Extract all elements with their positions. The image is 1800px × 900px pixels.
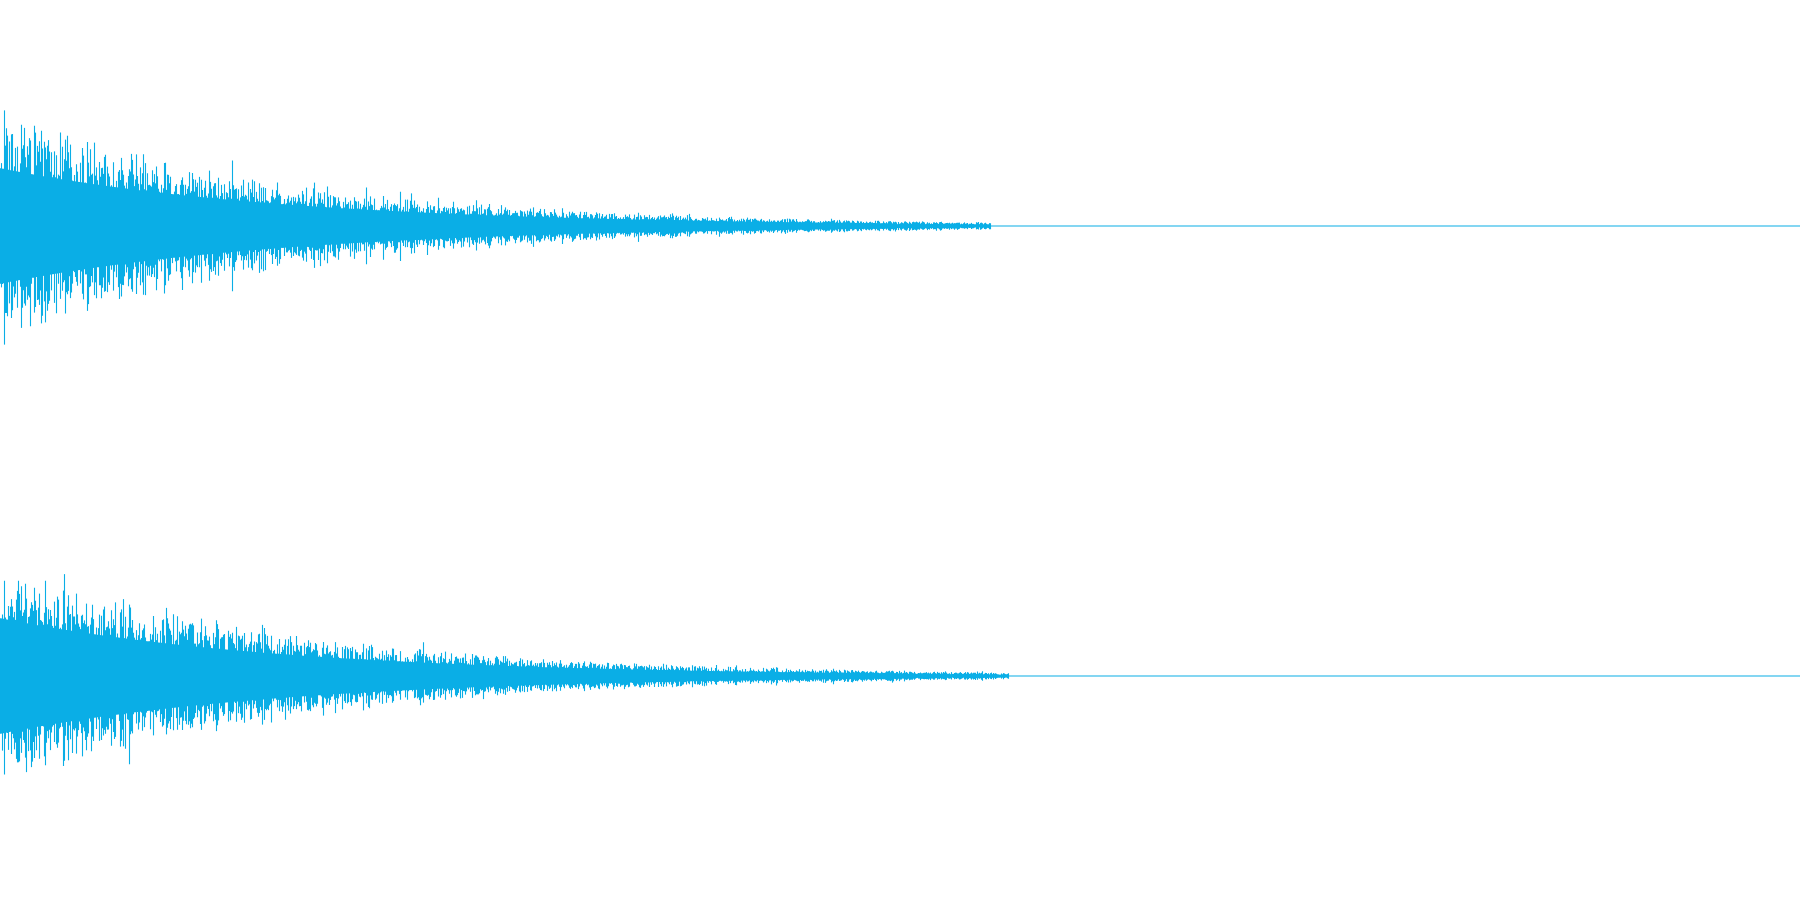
waveform-signal-core — [0, 618, 909, 734]
waveform-channel-1 — [0, 110, 1800, 345]
waveform-channel-2 — [0, 574, 1800, 775]
waveform-signal-core — [0, 168, 893, 284]
